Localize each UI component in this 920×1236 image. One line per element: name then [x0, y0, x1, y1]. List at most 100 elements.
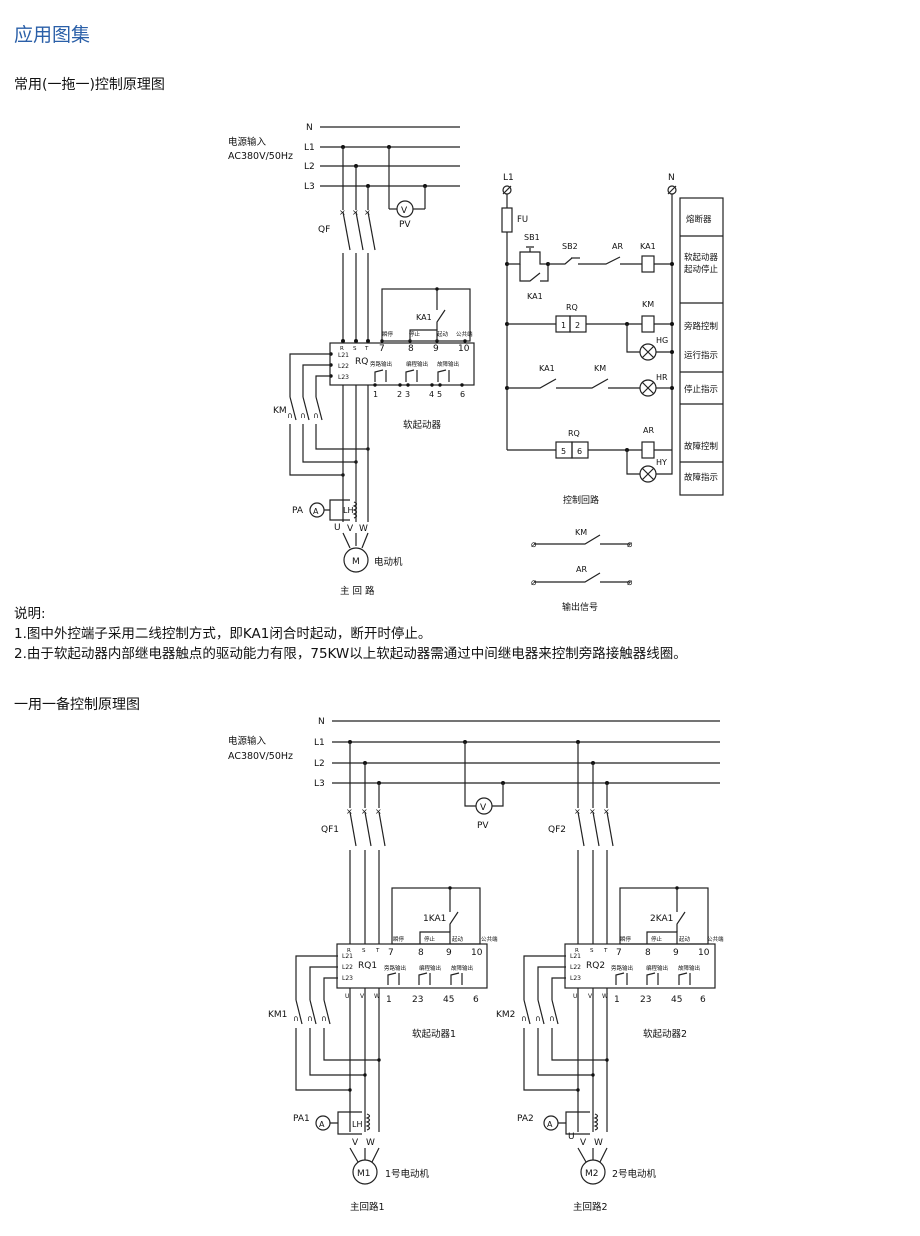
u1-term-8: 8	[418, 948, 424, 958]
lh1-label: LH	[352, 1120, 362, 1129]
term-8: 8	[408, 344, 414, 354]
km2-label: KM2	[496, 1010, 515, 1020]
main-circuit2-label: 主回路2	[573, 1201, 608, 1213]
term-l22: L22	[338, 363, 349, 370]
soft-starter-rq-label: RQ	[355, 357, 368, 367]
u2-term-10: 10	[698, 948, 710, 958]
u2-common: 公共端	[707, 935, 724, 943]
u1-term-w: W	[374, 993, 380, 1000]
u2-term-6: 6	[700, 995, 706, 1005]
ctrl-l1-label: L1	[503, 173, 514, 183]
notes: 说明: 1.图中外控端子采用二线控制方式，即KA1闭合时起动，断开时停止。 2.…	[14, 604, 687, 664]
u1-term-45: 45	[443, 995, 454, 1005]
rq-term-5: 5	[561, 447, 566, 456]
ka1-nc-label: KA1	[539, 364, 555, 373]
bus2-l3-label: L3	[314, 779, 325, 789]
power-spec-label-2: AC380V/50Hz	[228, 751, 293, 762]
svg-text:×: ×	[361, 807, 368, 816]
breaker2-label: QF2	[548, 825, 566, 835]
term-9: 9	[433, 344, 439, 354]
power-spec-label: AC380V/50Hz	[228, 151, 293, 162]
ar-coil-label: AR	[643, 426, 654, 435]
term-u: U	[334, 523, 341, 533]
bus-l1-label: L1	[304, 143, 315, 153]
bus-n-label: N	[306, 123, 313, 133]
bus2-l2-label: L2	[314, 759, 325, 769]
note-1: 1.图中外控端子采用二线控制方式，即KA1闭合时起动，断开时停止。	[14, 626, 432, 642]
power-input-label-2: 电源输入	[228, 735, 267, 747]
km1-label: KM1	[268, 1010, 287, 1020]
u2-term-s: S	[590, 948, 594, 954]
voltmeter-label: PV	[399, 220, 411, 230]
legend-fuse: 熔断器	[686, 214, 712, 225]
svg-text:×: ×	[339, 208, 346, 217]
rq-bypass-label: RQ	[566, 303, 578, 312]
main-circuit1-label: 主回路1	[350, 1201, 385, 1213]
output-signal-label: 输出信号	[562, 601, 598, 613]
term-5: 5	[437, 390, 442, 399]
control-circuit-label: 控制回路	[563, 494, 599, 506]
u2-stop: 停止	[651, 935, 663, 943]
ammeter-label: PA	[292, 506, 304, 516]
rq-term-2: 2	[575, 321, 580, 330]
svg-text:×: ×	[574, 807, 581, 816]
ctrl-n-label: N	[668, 173, 675, 183]
svg-text:∩: ∩	[293, 1014, 299, 1023]
u1-prog-out: 编程输出	[419, 964, 441, 972]
svg-text:×: ×	[603, 807, 610, 816]
u1-fault-out: 故障输出	[451, 964, 473, 972]
svg-text:⌀: ⌀	[627, 540, 633, 550]
u2-term-v: V	[588, 993, 593, 1000]
motor-symbol: M	[352, 557, 360, 567]
main-circuit-1: 电源输入 AC380V/50Hz N L1 L2 L3 V PV QF × × …	[228, 123, 475, 597]
u2-term-9: 9	[673, 948, 679, 958]
note-heading: 说明:	[14, 606, 46, 622]
u1-term-v: V	[360, 993, 365, 1000]
m2-symbol: M2	[585, 1169, 599, 1179]
u2-term-r: R	[575, 948, 579, 954]
soft-starter-rq2-label: RQ2	[586, 961, 605, 971]
u1-term-r: R	[347, 948, 351, 954]
u2-term-1: 1	[614, 995, 620, 1005]
u2-motor-u: U	[568, 1132, 575, 1142]
term-stop-instant: 瞬停	[382, 330, 394, 338]
u1-term-1: 1	[386, 995, 392, 1005]
u2-fault-out: 故障输出	[678, 964, 700, 972]
legend-fault-ind: 故障指示	[684, 472, 718, 483]
term-v: V	[347, 524, 354, 534]
breaker1-label: QF1	[321, 825, 339, 835]
soft-starter1-label: 软起动器1	[412, 1028, 456, 1040]
u1-term-7: 7	[388, 948, 394, 958]
motor-label: 电动机	[374, 556, 403, 568]
rq-term-6: 6	[577, 447, 582, 456]
bus2-l1-label: L1	[314, 738, 325, 748]
svg-text:×: ×	[375, 807, 382, 816]
voltmeter-symbol: V	[401, 206, 408, 216]
fault-output-label: 故障输出	[437, 360, 459, 368]
u1-term-u: U	[345, 993, 349, 1000]
voltmeter2-symbol: V	[480, 803, 487, 813]
u1-term-6: 6	[473, 995, 479, 1005]
pa1-label: PA1	[293, 1114, 310, 1124]
u1-term-l23: L23	[342, 975, 353, 982]
legend-run: 运行指示	[684, 350, 718, 361]
legend-start-stop: 软起动器	[684, 252, 719, 263]
u1-bypass-out: 旁路输出	[384, 964, 406, 972]
pa1-symbol: A	[319, 1120, 325, 1129]
u2-motor-v: V	[580, 1138, 587, 1148]
u1-start: 起动	[452, 936, 464, 943]
u1-term-l22: L22	[342, 964, 353, 971]
svg-text:×: ×	[346, 807, 353, 816]
u1-term-10: 10	[471, 948, 483, 958]
u2-motor-w: W	[594, 1138, 603, 1148]
svg-text:×: ×	[364, 208, 371, 217]
ka1-selfhold-label: KA1	[527, 292, 543, 301]
u1-stop-instant: 瞬停	[393, 935, 405, 943]
breaker-label: QF	[318, 225, 330, 235]
term-2: 2	[397, 390, 402, 399]
motor1-label: 1号电动机	[385, 1168, 430, 1180]
svg-text:∩: ∩	[307, 1014, 313, 1023]
standby-circuit: 电源输入 AC380V/50Hz N L1 L2 L3 V PV	[228, 717, 720, 831]
svg-text:∩: ∩	[321, 1014, 327, 1023]
